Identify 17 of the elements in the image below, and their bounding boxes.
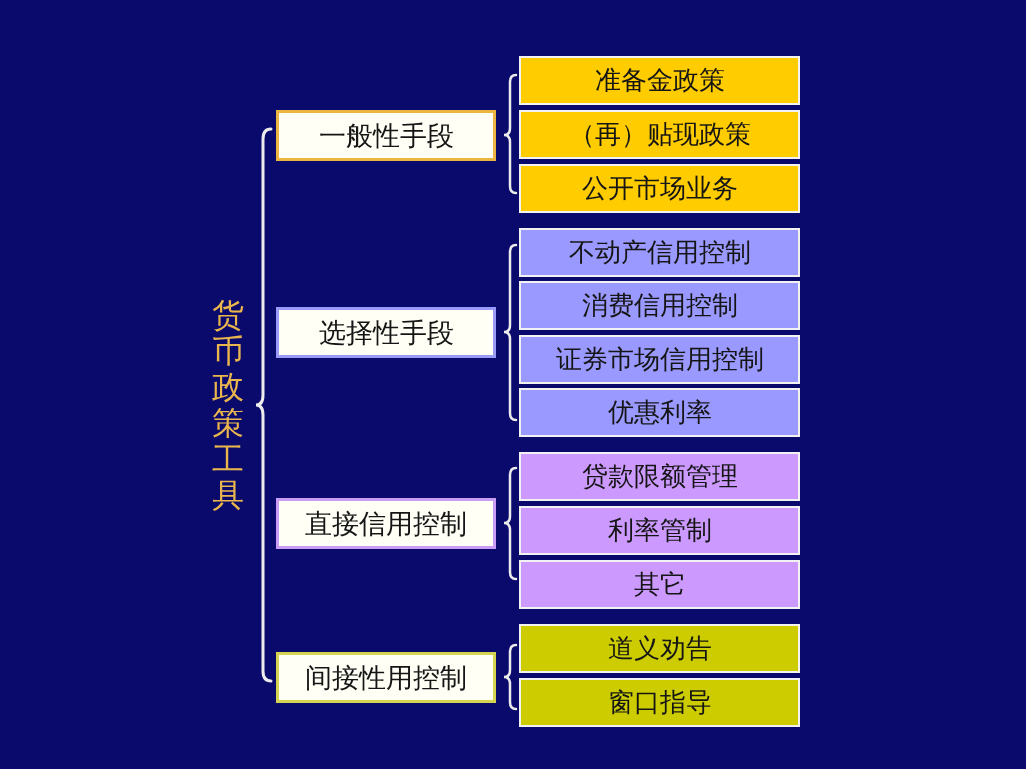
item-box: 利率管制 — [519, 506, 800, 555]
item-box: 不动产信用控制 — [519, 228, 800, 277]
vertical-title: 货币政策工具 — [211, 297, 245, 513]
category-box: 直接信用控制 — [276, 498, 496, 549]
item-box: （再）贴现政策 — [519, 110, 800, 159]
item-box: 公开市场业务 — [519, 164, 800, 213]
category-box: 选择性手段 — [276, 307, 496, 358]
category-box: 间接性用控制 — [276, 652, 496, 703]
item-box: 准备金政策 — [519, 56, 800, 105]
item-box: 贷款限额管理 — [519, 452, 800, 501]
item-box: 优惠利率 — [519, 388, 800, 437]
category-box: 一般性手段 — [276, 110, 496, 161]
item-box: 窗口指导 — [519, 678, 800, 727]
item-box: 证券市场信用控制 — [519, 335, 800, 384]
item-box: 消费信用控制 — [519, 281, 800, 330]
item-box: 其它 — [519, 560, 800, 609]
item-box: 道义劝告 — [519, 624, 800, 673]
